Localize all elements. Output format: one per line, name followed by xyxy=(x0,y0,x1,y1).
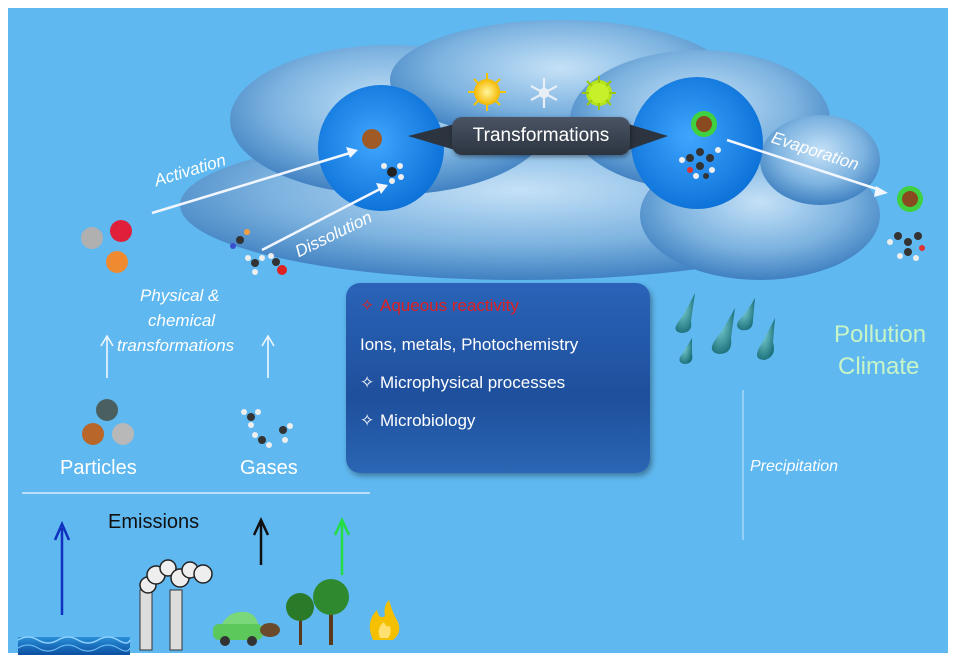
water-waves xyxy=(17,636,131,655)
molecule-large-right xyxy=(679,147,721,179)
process-arrows xyxy=(151,138,881,252)
transformations-label: Transformations xyxy=(472,125,610,146)
transformations-box: Transformations xyxy=(452,117,630,155)
right-droplet xyxy=(631,77,763,209)
gas-molecules-upper xyxy=(230,229,287,275)
climate-label: Climate xyxy=(838,353,920,380)
sparkle-icon: ✧ xyxy=(360,296,375,315)
particles-label: Particles xyxy=(60,457,137,479)
physical-chemical-line2: chemical xyxy=(148,311,216,330)
trees-icon xyxy=(286,579,349,645)
precipitation-label: Precipitation xyxy=(750,458,839,475)
microbe-icon xyxy=(582,76,616,110)
panel-line-ions: Ions, metals, Photochemistry xyxy=(360,335,579,354)
rain-drops xyxy=(675,293,775,364)
left-droplet xyxy=(318,85,444,211)
physical-chemical-line1: Physical & xyxy=(140,286,220,305)
car-icon xyxy=(213,611,263,646)
connector-right xyxy=(628,124,668,150)
panel-line-microbiology: ✧Microbiology xyxy=(360,411,476,430)
gases-label: Gases xyxy=(240,457,298,479)
fire-icon xyxy=(369,600,400,640)
connector-left xyxy=(408,124,455,150)
gas-molecules-lower xyxy=(241,409,293,448)
physical-chemical-line3: transformations xyxy=(117,336,235,355)
panel-line-microphysical: ✧Microphysical processes xyxy=(360,373,566,392)
snowflake-icon xyxy=(530,78,558,108)
sun-icon xyxy=(468,73,506,111)
aqueous-reactivity-panel: ✧Aqueous reactivity Ions, metals, Photoc… xyxy=(346,283,650,473)
panel-line-aqueous: ✧Aqueous reactivity xyxy=(360,296,519,315)
pollution-label: Pollution xyxy=(834,321,927,348)
molecule-small xyxy=(381,163,404,184)
factory-chimneys xyxy=(139,559,213,651)
sparkle-icon: ✧ xyxy=(360,373,375,392)
sparkle-icon: ✧ xyxy=(360,411,375,430)
up-arrows-middle xyxy=(106,338,269,378)
emissions-label: Emissions xyxy=(108,511,200,533)
molecule-evaporated xyxy=(887,232,925,261)
